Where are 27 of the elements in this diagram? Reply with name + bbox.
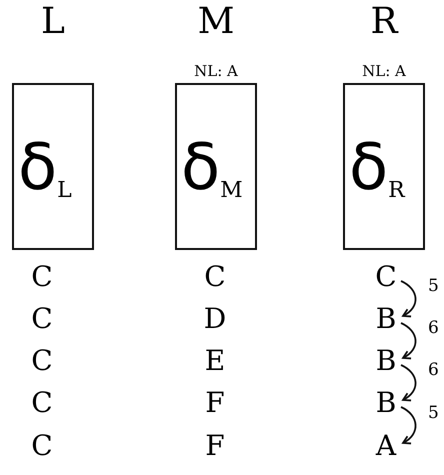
letter: F [204, 429, 226, 463]
letter: B [371, 344, 401, 378]
letter: C [30, 429, 54, 463]
letter: B [371, 386, 401, 420]
column-heading: L [40, 2, 66, 42]
curved-arrow [400, 364, 416, 401]
letter: A [371, 429, 401, 463]
letter: D [202, 302, 228, 336]
letter: B [371, 302, 401, 336]
delta-symbol: δ$_{M}$ [181, 133, 243, 207]
letter: C [203, 260, 227, 294]
note-label: NL: A [361, 62, 407, 80]
column-heading: M [196, 2, 236, 42]
delta-symbol: δ$_{R}$ [349, 133, 405, 207]
curved-arrow [400, 406, 416, 444]
curved-arrow [400, 322, 416, 359]
letter: C [30, 302, 54, 336]
letter: C [30, 344, 54, 378]
letter: C [30, 260, 54, 294]
column-heading: R [369, 2, 400, 42]
letter: C [371, 260, 401, 294]
note-label: NL: A [193, 62, 239, 80]
letter: F [204, 386, 226, 420]
letter: C [30, 386, 54, 420]
delta-symbol: δ$_{L}$ [18, 133, 72, 207]
letter: E [204, 344, 226, 378]
curved-arrow [400, 280, 416, 317]
